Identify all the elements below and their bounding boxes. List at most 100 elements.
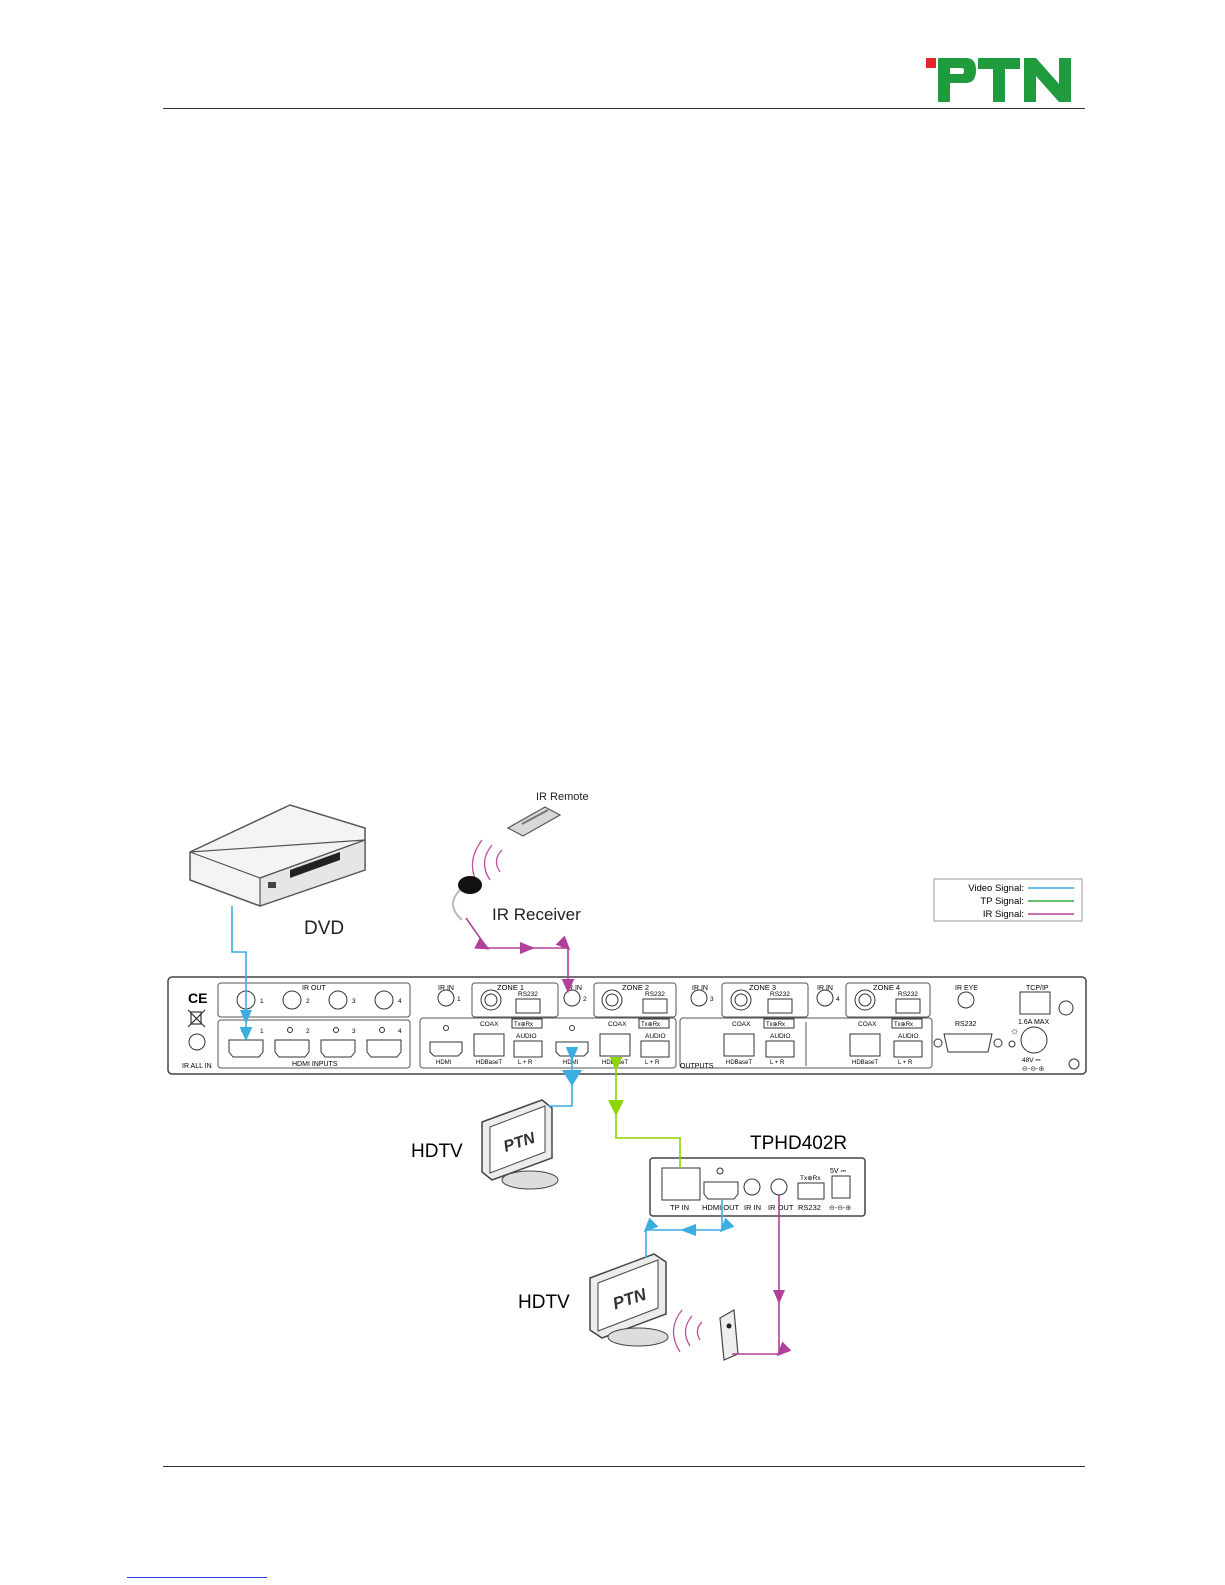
- led-icon: ☼: [1010, 1026, 1019, 1037]
- receiver-rs232-label: RS232: [798, 1203, 821, 1212]
- zone3-ir-in-num: 3: [710, 996, 714, 1003]
- ir-out-num-4: 4: [398, 998, 402, 1005]
- logo-letter-p: [938, 58, 976, 102]
- zone3-audio-label: AUDIO: [770, 1033, 791, 1040]
- dvd-player: [189, 804, 366, 907]
- zone1-lr-label: L + R: [518, 1060, 533, 1066]
- zone1-audio-label: AUDIO: [516, 1033, 537, 1040]
- ir-out-jack-3: [328, 990, 348, 1010]
- hdmi-input-port-1: [228, 1039, 264, 1058]
- zone2-coax-label: COAX: [608, 1021, 627, 1028]
- zone2-hdmi-label: HDMI: [563, 1060, 579, 1066]
- hdtv-1-label: HDTV: [411, 1141, 463, 1162]
- hdmi-inputs-label: HDMI INPUTS: [292, 1061, 338, 1068]
- hdtv-1-icon: PTN: [481, 1099, 559, 1190]
- hdmi-in-num-2: 2: [306, 1028, 310, 1035]
- zone4-rs232-label: RS232: [898, 991, 918, 998]
- ce-mark: CE: [188, 990, 207, 1006]
- header-rule: [163, 108, 1085, 109]
- ground-icon: [1068, 1058, 1080, 1070]
- zone2-lr-label: L + R: [645, 1060, 660, 1066]
- tphd402r-receiver: TP IN HDMI OUT IR IN IR OUT Tx⊕Rx RS232 …: [649, 1157, 866, 1217]
- zone4-hdbaset-label: HDBaseT: [852, 1060, 878, 1066]
- hdmi-out-label: HDMI OUT: [702, 1203, 739, 1212]
- receiver-rs232-port: [797, 1182, 825, 1200]
- zone4-ir-in-num: 4: [836, 996, 840, 1003]
- logo-letter-n: [1024, 58, 1071, 102]
- ir-emitter-arrow: [773, 1290, 785, 1304]
- ir-out-label: IR OUT: [302, 985, 326, 992]
- tp-in-port: [661, 1167, 701, 1201]
- zone3-ir-in-label: IR IN: [692, 985, 708, 992]
- ir-all-in-label: IR ALL IN: [182, 1063, 212, 1070]
- hdmi-input-port-2: [274, 1039, 310, 1058]
- zone4-lr-label: L + R: [898, 1060, 913, 1066]
- zone3-coax-label: COAX: [732, 1021, 751, 1028]
- hdmi-in-num-4: 4: [398, 1028, 402, 1035]
- ir-receiver-arrow: [520, 942, 535, 954]
- ir-out-jack-2: [282, 990, 302, 1010]
- receiver-power-label: 5V ⎓: [830, 1168, 847, 1175]
- zone4-coax-label: COAX: [858, 1021, 877, 1028]
- ir-emitter-wave-icon: [672, 1309, 703, 1353]
- ir-remote-label: IR Remote: [536, 791, 589, 803]
- zone1-ir-in-label: IR IN: [438, 985, 454, 992]
- svg-text:⊖-⊖-⊕: ⊖-⊖-⊕: [1022, 1066, 1044, 1073]
- zone3-label: ZONE 3: [749, 983, 776, 992]
- zone3-txrx-label: Tx⊕Rx: [766, 1022, 785, 1028]
- svg-text:⊖-⊖-⊕: ⊖-⊖-⊕: [829, 1205, 851, 1212]
- hdmi-in-num-1: 1: [260, 1028, 264, 1035]
- zone4-audio-label: AUDIO: [898, 1033, 919, 1040]
- footer-link-underline[interactable]: [127, 1577, 267, 1578]
- zone2-txrx-label: Tx⊕Rx: [641, 1022, 660, 1028]
- legend-ir-label: IR Signal:: [983, 909, 1024, 920]
- hdmi-out-port: [703, 1181, 739, 1200]
- receiver-power-port: [831, 1175, 851, 1199]
- rs232-db9-port: [943, 1033, 993, 1053]
- zone2-rs232-label: RS232: [645, 991, 665, 998]
- zone4-label: ZONE 4: [873, 983, 900, 992]
- receiver-model-label: TPHD402R: [750, 1133, 847, 1154]
- ir-emitter-icon: [719, 1309, 739, 1361]
- tp-in-label: TP IN: [670, 1203, 689, 1212]
- receiver-ir-out-label: IR OUT: [768, 1203, 794, 1212]
- zone3-lr-label: L + R: [770, 1060, 785, 1066]
- weee-bin-icon: [187, 1009, 206, 1028]
- hdtv-2-label: HDTV: [518, 1292, 570, 1313]
- zone1-hdmi-label: HDMI: [436, 1060, 452, 1066]
- matrix-rear-panel: CE IR ALL IN IR OUT 1 2 3 4 1 2 3 4 HDMI…: [167, 976, 1087, 1075]
- zone4-txrx-label: Tx⊕Rx: [894, 1022, 913, 1028]
- zone4-ir-in-label: IR IN: [817, 985, 833, 992]
- tp-arrow: [608, 1100, 624, 1116]
- hdmi-in-num-3: 3: [352, 1028, 356, 1035]
- ir-out-num-3: 3: [352, 998, 356, 1005]
- receiver-ir-in-label: IR IN: [744, 1203, 761, 1212]
- outputs-label: OUTPUTS: [680, 1063, 714, 1070]
- current-label: 1.6A MAX: [1018, 1019, 1049, 1026]
- tcpip-label: TCP/IP: [1026, 985, 1049, 992]
- ir-out-num-2: 2: [306, 998, 310, 1005]
- zone3-hdbaset-label: HDBaseT: [726, 1060, 752, 1066]
- power-connector: [1020, 1026, 1048, 1054]
- footer-rule: [163, 1466, 1085, 1467]
- zone2-audio-label: AUDIO: [645, 1033, 666, 1040]
- zone1-hdbaset-label: HDBaseT: [476, 1060, 502, 1066]
- video-out-arrow: [562, 1070, 582, 1086]
- ir-eye-label: IR EYE: [955, 985, 978, 992]
- hdmi-input-port-4: [366, 1039, 402, 1058]
- ir-line-emitter: [732, 1195, 792, 1357]
- tcpip-port: [1019, 991, 1051, 1015]
- legend-video-label: Video Signal:: [968, 883, 1024, 894]
- dvd-label: DVD: [304, 918, 344, 939]
- zone1-txrx-label: Tx⊕Rx: [514, 1022, 533, 1028]
- zone1-rs232-label: RS232: [518, 991, 538, 998]
- signal-legend: Video Signal: TP Signal: IR Signal:: [933, 878, 1083, 922]
- logo-red-square: [926, 58, 936, 68]
- zone2-hdbaset-label: HDBaseT: [602, 1060, 628, 1066]
- tp-line: [609, 1056, 681, 1168]
- hdmi-out-arrow: [680, 1224, 696, 1236]
- rs232-port-label: RS232: [955, 1021, 977, 1028]
- hdtv-2-icon: PTN: [589, 1253, 669, 1347]
- ptn-logo: [926, 58, 1071, 102]
